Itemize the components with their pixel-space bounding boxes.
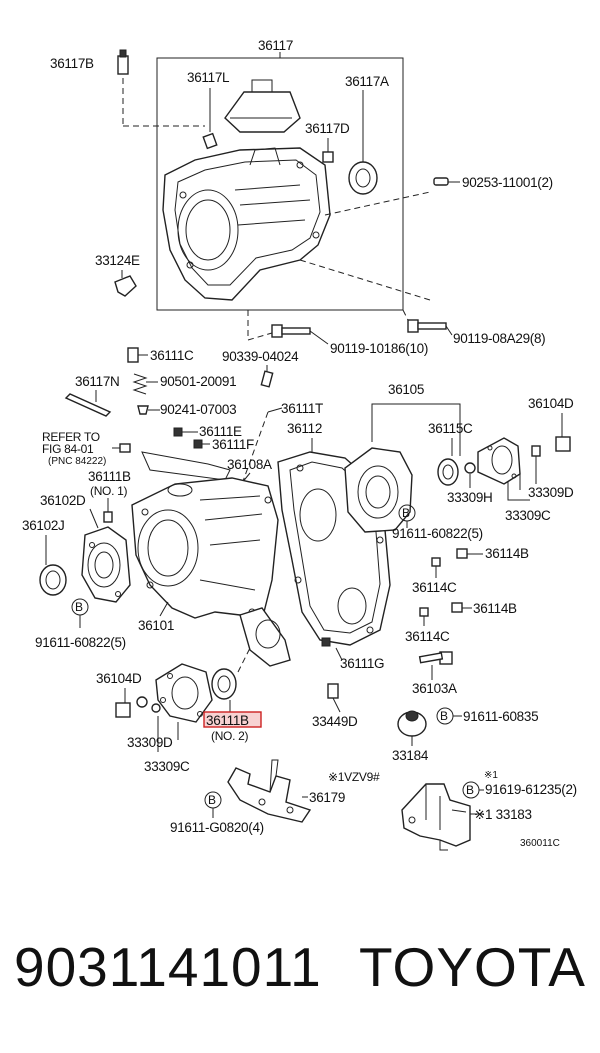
bolt-marker-b-G0820: B	[208, 793, 216, 807]
label-36108A: 36108A	[227, 457, 272, 472]
nut-36104D-right	[555, 436, 571, 452]
label-33124E: 33124E	[95, 253, 140, 268]
label-91611-G0820: 91611-G0820(4)	[170, 820, 264, 835]
housing-36105	[344, 447, 413, 533]
label-36117B: 36117B	[50, 56, 94, 71]
bolt-marker-b-right: B	[402, 506, 410, 520]
label-36103A: 36103A	[412, 681, 457, 696]
label-33309H: 33309H	[447, 490, 493, 505]
part-number: 9031141011	[14, 936, 322, 998]
label-36111C: 36111C	[150, 348, 194, 363]
pin-90339	[260, 370, 274, 388]
label-33309C-left: 33309C	[144, 759, 190, 774]
label-36111T: 36111T	[281, 401, 323, 416]
label-33449D: 33449D	[312, 714, 358, 729]
label-36105: 36105	[388, 382, 424, 397]
bolt-36103A	[418, 651, 453, 665]
oil-seal-36117A	[348, 161, 378, 195]
footer: 9031141011 TOYOTA	[0, 935, 600, 1025]
refer-to-line2: FIG 84-01	[42, 442, 94, 456]
label-36117: 36117	[258, 38, 293, 53]
pin-90253	[433, 177, 449, 186]
gasket	[141, 451, 231, 481]
label-90339: 90339-04024	[222, 349, 299, 364]
label-star1: ※1	[484, 770, 498, 781]
shift-rod-36117N	[64, 393, 112, 417]
label-33183: ※1 33183	[474, 807, 532, 822]
label-91611-60822-left: 91611-60822(5)	[35, 635, 126, 650]
brand-name: TOYOTA	[358, 936, 586, 998]
retainer-36102D	[81, 526, 131, 603]
oil-seal-36111B	[211, 668, 237, 700]
label-33184: 33184	[392, 748, 429, 763]
clip-33124E	[114, 275, 137, 297]
seal-36102J	[39, 564, 67, 596]
label-90119-10186: 90119-10186(10)	[330, 341, 428, 356]
label-33309C-right: 33309C	[505, 508, 551, 523]
refer-to-line1: REFER TO	[42, 430, 100, 444]
label-no1: (NO. 1)	[90, 484, 128, 498]
label-90241: 90241-07003	[160, 402, 236, 417]
label-36117L: 36117L	[187, 70, 230, 85]
refer-to-line3: (PNC 84222)	[48, 456, 106, 467]
label-33309D-right: 33309D	[528, 485, 574, 500]
flange-36104D-right	[477, 437, 521, 485]
extension-housing-36117	[162, 147, 331, 301]
figure-code: 360011C	[520, 838, 560, 849]
label-36114C-2: 36114C	[405, 629, 450, 644]
label-36117N: 36117N	[75, 374, 120, 389]
label-no2: (NO. 2)	[211, 729, 249, 743]
label-90253: 90253-11001(2)	[462, 175, 553, 190]
bolt-33449D	[327, 683, 339, 699]
nut-36104D-left	[115, 702, 131, 718]
label-36117A: 36117A	[345, 74, 389, 89]
label-90119-08A29: 90119-08A29(8)	[453, 331, 545, 346]
label-91619: 91619-61235(2)	[485, 782, 577, 797]
plug-36117D	[322, 151, 334, 163]
label-1vzv9: ※1VZV9#	[328, 770, 380, 784]
label-36179: 36179	[309, 790, 345, 805]
shift-cover-36117L	[224, 91, 301, 133]
label-36102D: 36102D	[40, 493, 86, 508]
sensor-36117B	[117, 49, 129, 75]
plug-36111C	[127, 347, 139, 363]
bolt-marker-b-60835: B	[440, 709, 448, 723]
highlight-36111B	[203, 711, 262, 728]
label-36111F: 36111F	[212, 437, 254, 452]
bolt-90119-08A29	[407, 319, 447, 333]
label-36101: 36101	[138, 618, 174, 633]
label-36104D-bottom: 36104D	[96, 671, 142, 686]
label-91611-60835: 91611-60835	[463, 709, 538, 724]
label-36111G: 36111G	[340, 656, 384, 671]
spring-90501	[132, 373, 148, 395]
label-36114B-2: 36114B	[473, 601, 517, 616]
bracket-33183	[401, 783, 471, 851]
label-36111B-top: 36111B	[88, 469, 131, 484]
label-91611-60822-right: 91611-60822(5)	[392, 526, 483, 541]
label-36111E: 36111E	[199, 424, 242, 439]
label-90501: 90501-20091	[160, 374, 236, 389]
transfer-case-36101	[131, 477, 279, 621]
flange-36104D-left	[155, 663, 213, 723]
bolt-90119-10186	[271, 324, 311, 338]
label-36111B-bottom: 36111B	[206, 713, 249, 728]
mount-bracket-36179	[227, 759, 312, 823]
ball-90241	[137, 405, 149, 415]
bolt-marker-b-61235: B	[466, 783, 474, 797]
label-36112: 36112	[287, 421, 322, 436]
label-33309D-left: 33309D	[127, 735, 173, 750]
seal-36115C	[437, 458, 459, 486]
label-36115C: 36115C	[428, 421, 473, 436]
label-36102J: 36102J	[22, 518, 65, 533]
label-36104D-top: 36104D	[528, 396, 574, 411]
parts-diagram: 36117 36117B 36117L 36117A 36117D 90253-…	[22, 38, 577, 851]
label-36114C-1: 36114C	[412, 580, 457, 595]
bolt-marker-b-left: B	[75, 600, 83, 614]
label-36114B-1: 36114B	[485, 546, 529, 561]
label-36117D: 36117D	[305, 121, 350, 136]
